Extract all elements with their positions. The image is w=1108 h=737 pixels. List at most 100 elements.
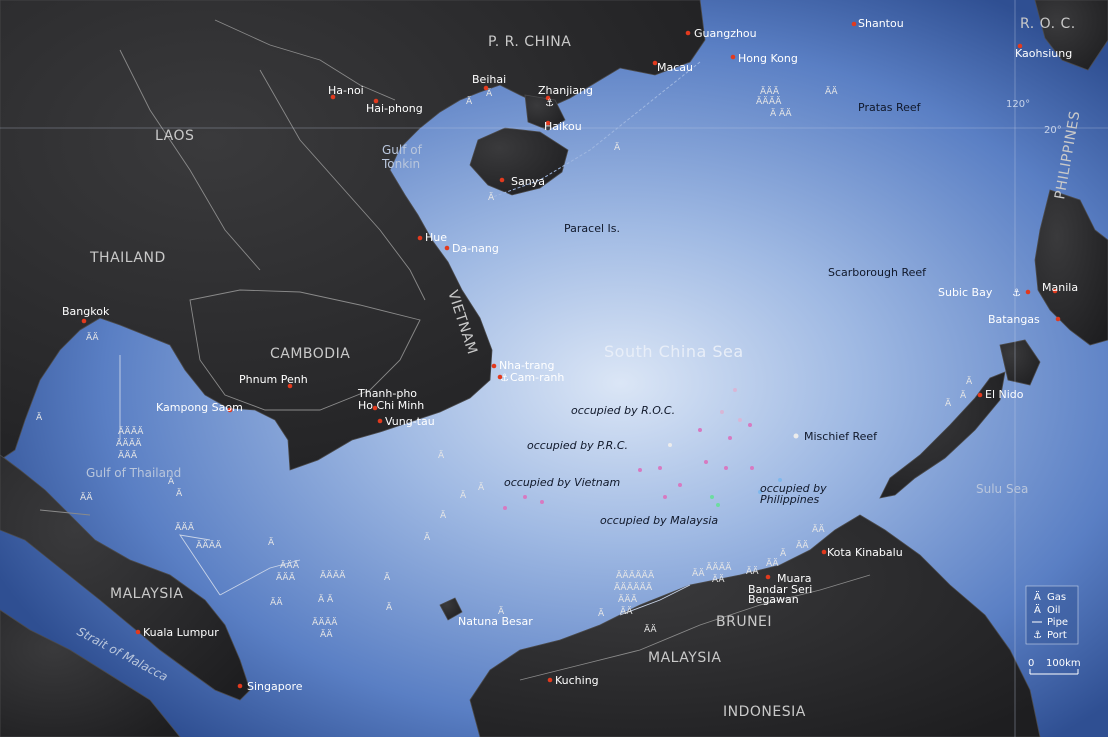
platform-marker: Ä — [478, 482, 485, 493]
island-marker — [503, 506, 507, 510]
label-china: P. R. CHINA — [488, 34, 571, 50]
platform-marker: Ä — [438, 450, 445, 461]
legend-port-icon: ⚓ — [1033, 630, 1042, 641]
label-occupied-prc: occupied by P.R.C. — [527, 439, 628, 452]
label-sanya: Sanya — [511, 175, 545, 188]
label-gulf-tonkin-line1: Gulf of — [382, 143, 423, 157]
label-phnum-penh: Phnum Penh — [239, 373, 308, 386]
label-cambodia: CAMBODIA — [270, 346, 350, 362]
border-thailand-laos — [119, 49, 261, 271]
border-laos-vietnam — [259, 69, 426, 301]
island-marker — [778, 478, 782, 482]
city-dot — [851, 21, 857, 27]
platform-marker: ÄÄ — [712, 574, 725, 585]
label-danang: Da-nang — [452, 242, 499, 255]
border-cambodia — [189, 289, 421, 411]
platform-marker: Ä — [466, 96, 473, 107]
label-bsb-line2: Begawan — [748, 593, 799, 606]
label-nha-trang: Nha-trang — [499, 359, 554, 372]
island-marker — [728, 436, 732, 440]
label-macau: Macau — [657, 61, 693, 74]
label-kaohsiung: Kaohsiung — [1015, 47, 1072, 60]
platform-marker: Ä ÄÄ — [770, 108, 792, 119]
label-longitude-120: 120° — [1006, 99, 1030, 110]
city-dot — [444, 245, 450, 251]
label-singapore: Singapore — [247, 680, 303, 693]
city-dot — [237, 683, 243, 689]
label-hcmc-line2: Ho Chi Minh — [358, 399, 424, 412]
platform-marker: ÄÄ — [796, 540, 809, 551]
taiwan — [1034, 0, 1108, 71]
label-bsb-line1: Bandar Seri — [748, 583, 812, 596]
platform-marker: ÄÄ — [80, 492, 93, 503]
city-dot — [287, 383, 293, 389]
city-dot — [377, 418, 383, 424]
platform-marker: Ä — [168, 476, 175, 487]
label-hanoi: Ha-noi — [328, 84, 364, 97]
platform-marker: Ä — [780, 548, 787, 559]
platform-marker: Ä — [960, 390, 967, 401]
island-marker — [710, 495, 714, 499]
label-cam-ranh: Cam-ranh — [510, 371, 564, 384]
city-dot — [1025, 289, 1031, 295]
platform-marker: ÄÄÄ — [118, 450, 138, 461]
pipeline-brunei — [619, 584, 691, 616]
city-dot — [81, 318, 87, 324]
luzon — [1034, 189, 1108, 346]
label-vung-tau: Vung-tau — [385, 415, 435, 428]
island-marker — [704, 460, 708, 464]
port-anchor-icon: ⚓ — [545, 98, 554, 109]
island-marker — [793, 433, 799, 439]
shipping-route-line — [489, 61, 701, 199]
city-dot — [1052, 288, 1058, 294]
label-manila: Manila — [1042, 281, 1078, 294]
legend-gas-label: Gas — [1047, 592, 1066, 603]
label-guangzhou: Guangzhou — [694, 27, 757, 40]
legend: Ä Gas Ä Oil Pipe ⚓ Port — [1025, 585, 1079, 645]
platform-symbols: Ä Ä Ä Ä ÄÄÄ ÄÄÄÄ Ä ÄÄ ÄÄ ÄÄ ÄÄÄÄ ÄÄÄÄ ÄÄ… — [36, 86, 973, 640]
platform-marker: Ä — [966, 376, 973, 387]
malay-peninsula — [0, 454, 251, 701]
label-natuna-besar: Natuna Besar — [458, 615, 533, 628]
spratly-philippines — [758, 478, 782, 494]
label-haiphong: Hai-phong — [366, 102, 423, 115]
label-bangkok: Bangkok — [62, 305, 110, 318]
platform-marker: ÄÄÄÄÄÄ — [616, 570, 655, 581]
spratly-roc — [720, 388, 742, 422]
platform-marker: Ä Ä — [318, 594, 334, 605]
platform-marker: Ä — [386, 602, 393, 613]
platform-marker: Ä — [598, 608, 605, 619]
platform-marker: ÄÄÄÄ — [706, 562, 732, 573]
platform-marker: ÄÄÄÄÄÄ — [614, 582, 653, 593]
palawan — [879, 371, 1006, 499]
port-symbols: ⚓ ⚓ ⚓ — [500, 98, 1021, 384]
platform-marker: ÄÄÄ — [618, 594, 638, 605]
city-dot — [1017, 43, 1023, 49]
platform-marker: ÄÄ — [644, 624, 657, 635]
island-marker — [658, 466, 662, 470]
platform-marker: ÄÄÄ — [276, 572, 296, 583]
city-dot — [373, 98, 379, 104]
label-south-china-sea: South China Sea — [604, 342, 744, 361]
label-occupied-philippines-line1: occupied by — [760, 482, 827, 495]
city-dot — [499, 177, 505, 183]
platform-marker: ÄÄÄÄ — [312, 617, 338, 628]
label-subic-bay: Subic Bay — [938, 286, 993, 299]
occupation-labels: occupied by R.O.C. occupied by P.R.C. oc… — [504, 404, 827, 527]
city-dot — [483, 85, 489, 91]
scale-bar: 0 100km — [1028, 658, 1081, 675]
label-kuching: Kuching — [555, 674, 599, 687]
platform-marker: ÄÄÄ — [760, 86, 780, 97]
platform-marker: ÄÄÄÄ — [116, 438, 142, 449]
port-anchor-icon: ⚓ — [1012, 288, 1021, 299]
label-haikou: Haikou — [544, 120, 582, 133]
platform-marker: Ä — [488, 192, 495, 203]
label-kota-kinabalu: Kota Kinabalu — [827, 546, 903, 559]
legend-pipe-label: Pipe — [1047, 617, 1068, 628]
borneo — [469, 514, 1041, 737]
platform-marker: Ä — [460, 490, 467, 501]
city-dot — [417, 235, 423, 241]
mindoro — [999, 339, 1041, 386]
city-dot — [821, 549, 827, 555]
